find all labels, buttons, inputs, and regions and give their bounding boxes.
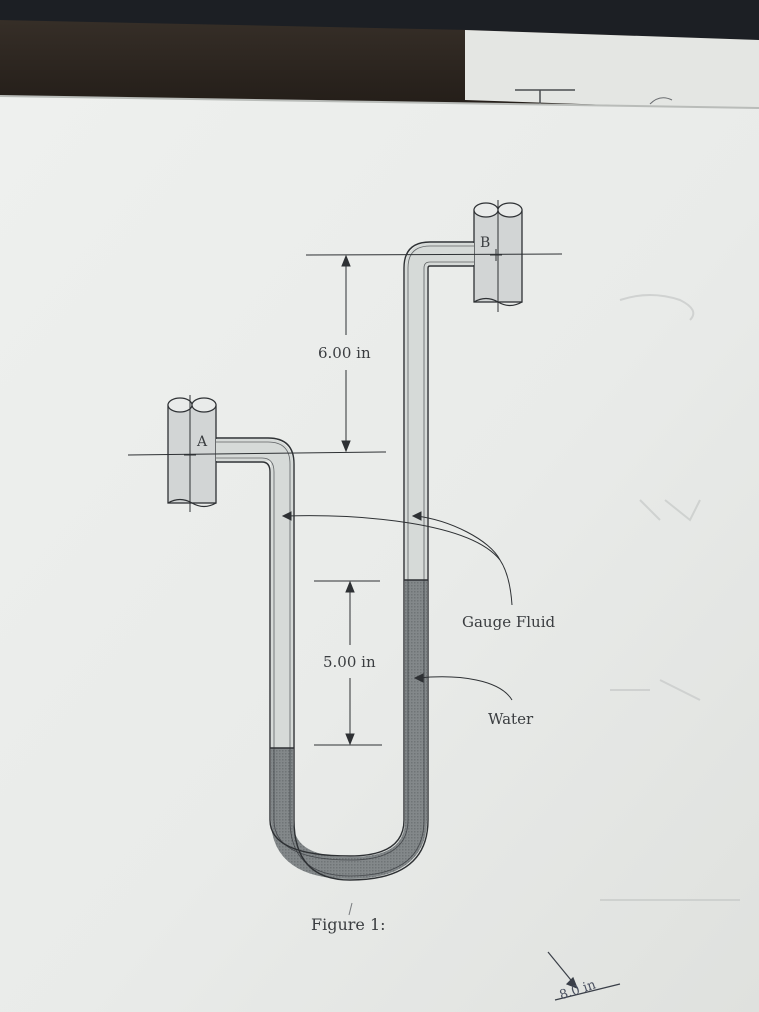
dimension-upper-label: 6.00 in [318,344,371,362]
point-a-label: A [197,434,208,450]
dimension-6in [341,254,351,453]
manometer-tube-outer-wall [216,265,474,881]
point-b-label: B [480,235,491,251]
gauge-fluid-label: Gauge Fluid [462,613,556,631]
manometer-tube-inner-wall [216,241,474,857]
water-leader [413,673,513,701]
point-b-marker [490,200,502,312]
back-sheet-scribble [649,97,673,105]
back-sheet [465,30,759,110]
pencil-tick [348,902,353,916]
gauge-fluid-leaders [281,511,513,606]
dimension-lower-label: 5.00 in [323,653,376,671]
bleed-through-marks [600,294,740,901]
water-column [271,580,427,880]
point-a-marker [184,395,196,512]
water-label: Water [488,710,534,728]
pipe-a [167,397,217,508]
dimension-5in [314,580,382,746]
corner-arrow [547,951,621,1001]
back-sheet-mark [515,89,575,104]
figure-caption: Figure 1: [311,915,386,934]
paper-shadow-edge [0,95,759,109]
dark-binder-edge [0,0,759,40]
paper-sheet [0,96,759,1012]
reference-line-b [305,253,563,256]
tube-double-line-b [216,245,474,861]
tube-double-line-a [216,261,474,877]
reference-line-a [127,451,387,456]
